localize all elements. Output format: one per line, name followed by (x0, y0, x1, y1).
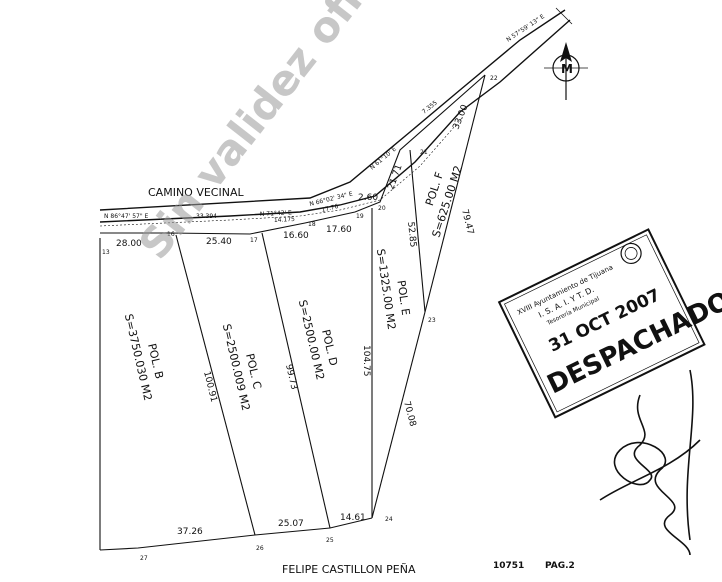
vertex-18: 18 (308, 221, 316, 228)
boundary-north (100, 74, 486, 235)
street-name: FELIPE CASTILLON PEÑA (282, 563, 416, 576)
parcel-e-area: S=1325.00 M2 (374, 248, 398, 331)
signature (599, 369, 701, 556)
road-bearing-partial-b: N 71°42' E (260, 209, 293, 218)
road-distance-1: 33.394 (196, 213, 217, 220)
distance-18-25: 99.73 (283, 363, 299, 390)
parcel-c: POL. C S=2500.009 M2 (220, 323, 264, 412)
distance-25-26: 25.07 (278, 519, 304, 529)
vertex-19: 19 (356, 213, 364, 220)
boundary-23-24 (371, 311, 426, 519)
road-name: CAMINO VECINAL (148, 186, 244, 199)
road-inner-line (99, 117, 463, 227)
vertex-24: 24 (385, 516, 393, 523)
vertex-16: 16 (167, 231, 175, 238)
distance-21-22: 33.00 (452, 103, 471, 131)
vertex-25: 25 (326, 537, 334, 544)
distance-26-27: 37.26 (177, 527, 203, 537)
north-letter: M (561, 62, 573, 76)
vertex-21: 21 (420, 149, 428, 156)
road-distance-partial-a: 17.76 (321, 203, 340, 214)
road-south-edge (99, 19, 571, 223)
vertex-22: 22 (490, 75, 498, 82)
distance-24-25: 14.61 (340, 513, 366, 523)
boundary-18-25 (261, 232, 331, 529)
parcel-boundaries (99, 74, 486, 551)
parcel-b: POL. B S=3750.030 M2 (122, 313, 166, 402)
stamp-line-1: XVIII Ayuntamiento de Tijuana (516, 263, 614, 316)
vertex-labels: 13 16 17 18 19 20 21 22 23 24 25 26 27 (102, 75, 498, 562)
road-distance-partial-c: 7.355 (421, 99, 439, 115)
north-arrow-icon: M (544, 42, 588, 100)
road-distance-partial-b: 14.175 (274, 216, 296, 224)
road-end-line (555, 7, 573, 25)
vertex-27: 27 (140, 555, 148, 562)
boundary-22-23 (424, 74, 486, 313)
road-camino-vecinal (99, 7, 573, 227)
parcel-e-name: POL. E (394, 279, 412, 316)
distance-16-17: 25.40 (206, 237, 232, 247)
parcel-e: POL. E S=1325.00 M2 (374, 248, 412, 331)
parcel-d: POL. D S=2500.00 M2 (296, 299, 340, 382)
distance-20-24: 104.75 (361, 345, 371, 377)
watermark: Sin validez oficial (129, 0, 422, 268)
vertex-23: 23 (428, 317, 436, 324)
vertex-17: 17 (250, 237, 258, 244)
distance-22-23: 79.47 (459, 208, 475, 235)
road-bearing-2: N 57°59' 13" E (505, 13, 546, 44)
boundary-21-23 (409, 149, 426, 313)
vertex-20: 20 (378, 205, 386, 212)
boundary-17-26 (175, 234, 256, 536)
road-bearing-1: N 86°47' 57" E (104, 213, 149, 220)
distance-23-24: 70.08 (401, 400, 417, 428)
distance-18-19: 17.60 (326, 225, 352, 235)
distance-19-20: 2.60 (358, 193, 378, 203)
vertex-13: 13 (102, 249, 110, 256)
distance-17-26: 100.91 (201, 370, 218, 403)
boundary-south (99, 517, 373, 551)
distance-13-16: 28.00 (116, 239, 142, 249)
road-north-edge (99, 9, 566, 211)
distance-17-18: 16.60 (283, 231, 309, 241)
distance-21-23: 52.85 (405, 221, 418, 248)
vertex-26: 26 (256, 545, 264, 552)
stamp-seal-icon (620, 242, 642, 265)
footer-page: PAG.2 (545, 561, 575, 571)
footer-ref: 10751 (493, 561, 524, 571)
distance-labels: 28.00 25.40 16.60 17.60 2.60 21.71 33.00… (116, 103, 475, 537)
despachado-stamp: XVIII Ayuntamiento de Tijuana I. S. A. I… (497, 228, 722, 419)
parcel-f: POL. F S=625.00 M2 (423, 164, 465, 239)
